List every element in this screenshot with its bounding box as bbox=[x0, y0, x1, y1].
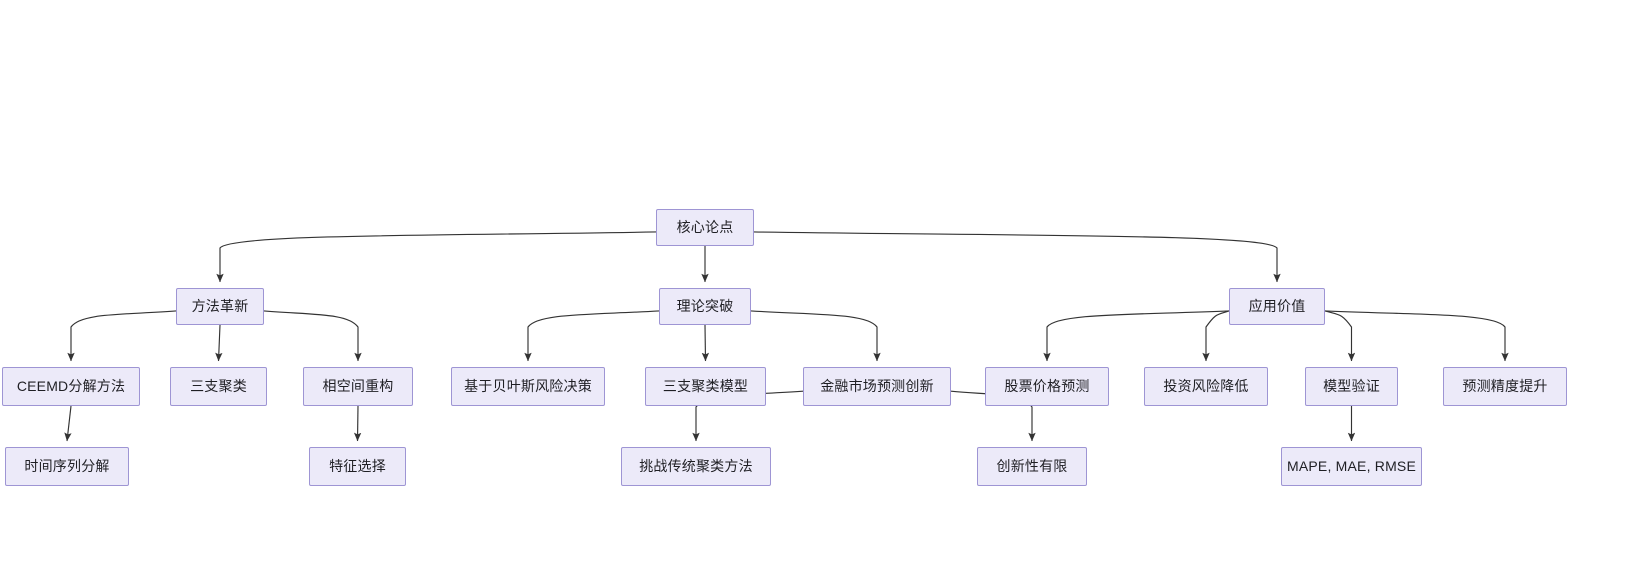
flow-edge-l1b-to-l2b3 bbox=[750, 310, 881, 362]
flow-node-l2a1[interactable]: CEEMD分解方法 bbox=[2, 367, 140, 406]
flow-edge-root-to-l1a bbox=[216, 231, 657, 283]
flow-node-l2c1[interactable]: 股票价格预测 bbox=[985, 367, 1109, 406]
flow-node-label: CEEMD分解方法 bbox=[16, 377, 126, 394]
flow-edge-l1a-to-l2a2 bbox=[215, 324, 223, 362]
flow-node-l2c4[interactable]: 预测精度提升 bbox=[1443, 367, 1567, 406]
flow-edge-l2a3-to-l3a3 bbox=[353, 405, 362, 442]
flow-node-label: 模型验证 bbox=[1323, 377, 1380, 394]
flow-node-l2c3[interactable]: 模型验证 bbox=[1305, 367, 1398, 406]
flow-node-l1a[interactable]: 方法革新 bbox=[176, 288, 264, 325]
flow-node-l2b1[interactable]: 基于贝叶斯风险决策 bbox=[451, 367, 605, 406]
flow-edge-l1c-to-l2c2 bbox=[1202, 310, 1230, 362]
flow-node-label: 核心论点 bbox=[676, 218, 734, 235]
flow-node-label: 投资风险降低 bbox=[1163, 377, 1249, 394]
flow-node-l2b3[interactable]: 金融市场预测创新 bbox=[803, 367, 951, 406]
flow-edge-l1b-to-l2b2 bbox=[701, 324, 710, 362]
flow-edge-l1a-to-l2a1 bbox=[67, 310, 177, 362]
flow-edge-l1a-to-l2a3 bbox=[263, 310, 362, 362]
flow-node-label: 时间序列分解 bbox=[24, 457, 110, 474]
flow-node-l2c2[interactable]: 投资风险降低 bbox=[1144, 367, 1268, 406]
flow-edge-l2a1-to-l3a1 bbox=[64, 405, 72, 442]
flow-node-label: 三支聚类模型 bbox=[662, 377, 749, 394]
flow-edge-l1c-to-l2c3 bbox=[1324, 310, 1356, 362]
flow-node-l3b3[interactable]: 挑战传统聚类方法 bbox=[621, 447, 771, 486]
flow-node-label: 基于贝叶斯风险决策 bbox=[464, 377, 592, 394]
flow-node-label: 方法革新 bbox=[191, 297, 249, 314]
flow-edge-l1c-to-l2c1 bbox=[1043, 310, 1230, 362]
flow-edge-root-to-l1c bbox=[753, 231, 1281, 283]
flow-node-label: 特征选择 bbox=[329, 457, 386, 474]
flow-node-l2a2[interactable]: 三支聚类 bbox=[170, 367, 267, 406]
flow-node-label: 理论突破 bbox=[676, 297, 734, 314]
flow-edge-l1b-to-l2b1 bbox=[524, 310, 660, 362]
flow-node-l2b2[interactable]: 三支聚类模型 bbox=[645, 367, 766, 406]
flow-node-label: 三支聚类 bbox=[190, 377, 247, 394]
flow-node-l1c[interactable]: 应用价值 bbox=[1229, 288, 1325, 325]
flow-node-l2a3[interactable]: 相空间重构 bbox=[303, 367, 413, 406]
flow-node-root[interactable]: 核心论点 bbox=[656, 209, 754, 246]
flow-node-l3c3[interactable]: MAPE, MAE, RMSE bbox=[1281, 447, 1422, 486]
flow-node-l3a3[interactable]: 特征选择 bbox=[309, 447, 406, 486]
flow-node-label: 金融市场预测创新 bbox=[820, 377, 934, 394]
flow-node-label: 相空间重构 bbox=[322, 377, 394, 394]
flow-node-l3a1[interactable]: 时间序列分解 bbox=[5, 447, 129, 486]
flow-node-l1b[interactable]: 理论突破 bbox=[659, 288, 751, 325]
flow-node-label: 应用价值 bbox=[1248, 297, 1306, 314]
flow-node-label: MAPE, MAE, RMSE bbox=[1286, 457, 1417, 474]
flow-node-l3b4[interactable]: 创新性有限 bbox=[977, 447, 1087, 486]
flow-node-label: 创新性有限 bbox=[996, 457, 1068, 474]
flow-node-label: 预测精度提升 bbox=[1462, 377, 1548, 394]
flow-node-label: 股票价格预测 bbox=[1004, 377, 1090, 394]
flow-node-label: 挑战传统聚类方法 bbox=[639, 457, 753, 474]
flow-edge-l1c-to-l2c4 bbox=[1324, 310, 1509, 362]
